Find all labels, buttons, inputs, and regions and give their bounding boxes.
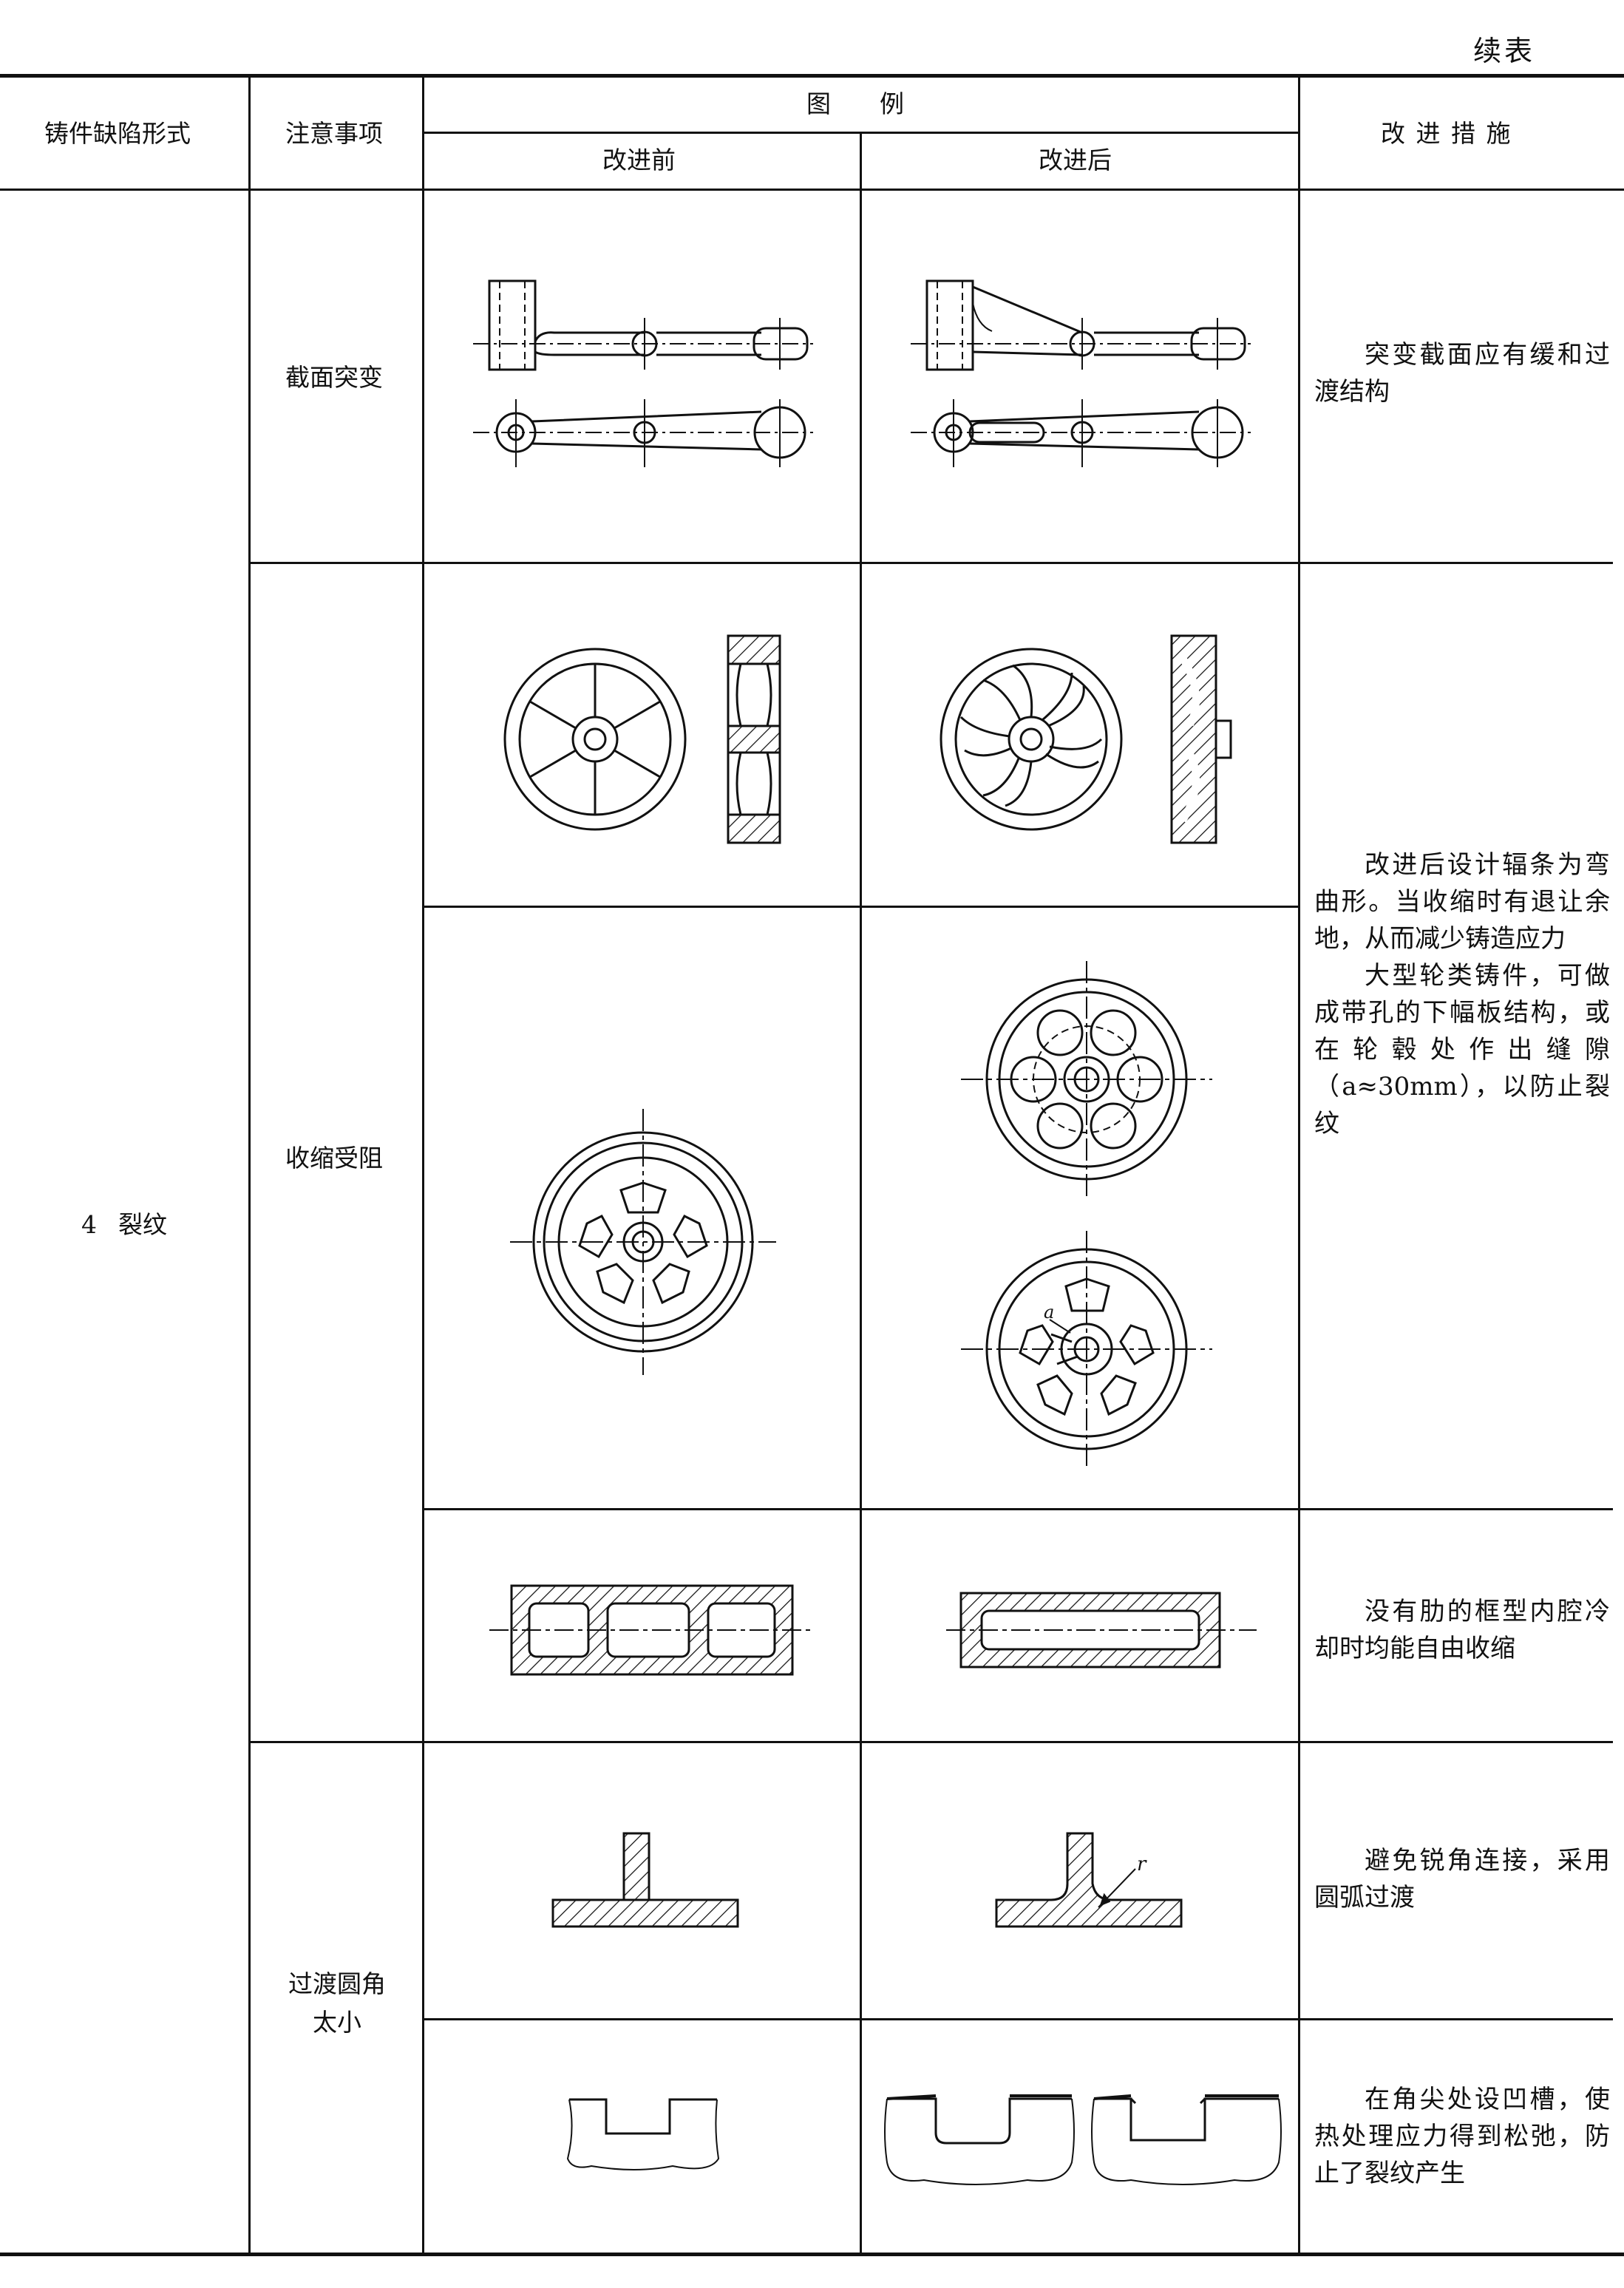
row-divider — [248, 1741, 1613, 1743]
measure-row-1: 突变截面应有缓和过渡结构 — [1314, 336, 1610, 410]
relief-groove-after-figure-2 — [1087, 2081, 1286, 2199]
note-section-change: 截面突变 — [285, 363, 383, 392]
measure-row-2: 改进后设计辐条为弯曲形。当收缩时有退让余地，从而减少铸造应力 大型轮类铸件，可做… — [1314, 846, 1610, 1142]
disc-wheel-before-figure — [510, 1109, 776, 1375]
header-notes: 注意事项 — [285, 119, 383, 148]
measure-row-4: 避免锐角连接，采用圆弧过渡 — [1314, 1842, 1610, 1916]
row-divider — [422, 906, 1298, 908]
measure-text: 避免锐角连接，采用圆弧过渡 — [1314, 1846, 1610, 1912]
lever-before-figure — [473, 274, 813, 495]
measure-text: 大型轮类铸件，可做成带孔的下幅板结构，或在轮毂处作出缝隙（a≈30mm），以防止… — [1314, 961, 1610, 1138]
header-rule — [0, 189, 1624, 191]
curved-spoke-wheel-after-figure — [939, 628, 1249, 850]
illustration-subrule — [422, 132, 1298, 134]
bottom-rule — [0, 2253, 1624, 2256]
plain-frame-after-figure — [946, 1586, 1257, 1674]
header-defect-form: 铸件缺陷形式 — [44, 119, 191, 148]
col-divider-2 — [422, 76, 424, 2253]
continued-label: 续表 — [1472, 35, 1535, 67]
perforated-web-wheel-figure — [961, 961, 1212, 1198]
defect-number: 4 — [81, 1210, 97, 1239]
relief-groove-after-figure-1 — [880, 2081, 1079, 2199]
note-shrinkage-hindered: 收缩受阻 — [285, 1144, 383, 1172]
measure-text: 改进后设计辐条为弯曲形。当收缩时有退让余地，从而减少铸造应力 — [1314, 850, 1610, 954]
measure-text: 没有肋的框型内腔冷却时均能自由收缩 — [1314, 1597, 1610, 1663]
measure-row-3: 没有肋的框型内腔冷却时均能自由收缩 — [1314, 1593, 1610, 1667]
lever-after-figure — [911, 274, 1251, 495]
split-hub-wheel-figure: a — [961, 1231, 1212, 1467]
measure-row-5: 在角尖处设凹槽，使热处理应力得到松弛，防止了裂纹产生 — [1314, 2081, 1610, 2192]
col-divider-4 — [1298, 76, 1300, 2253]
note-fillet-too-small: 过渡圆角太小 — [288, 1969, 386, 2037]
col-divider-1 — [248, 76, 251, 2253]
radius-label: r — [1137, 1853, 1147, 1875]
measure-text: 在角尖处设凹槽，使热处理应力得到松弛，防止了裂纹产生 — [1314, 2085, 1610, 2188]
row-divider — [422, 2018, 1613, 2020]
top-rule — [0, 74, 1624, 78]
header-illustration: 图 例 — [806, 89, 904, 118]
defect-name: 裂纹 — [118, 1210, 167, 1239]
measure-text: 突变截面应有缓和过渡结构 — [1314, 340, 1610, 407]
header-before: 改进前 — [602, 146, 676, 174]
col-divider-3 — [860, 133, 862, 2253]
filleted-tee-after-figure: r — [991, 1826, 1190, 1937]
spoke-wheel-before-figure — [503, 628, 813, 850]
row-divider — [248, 562, 1613, 564]
groove-before-figure — [562, 2085, 732, 2188]
row-divider — [422, 1508, 1613, 1510]
header-after: 改进后 — [1039, 146, 1112, 174]
ribbed-frame-before-figure — [489, 1578, 815, 1682]
header-measures: 改 进 措 施 — [1381, 119, 1512, 148]
gap-label: a — [1044, 1302, 1054, 1323]
sharp-tee-before-figure — [547, 1826, 747, 1937]
